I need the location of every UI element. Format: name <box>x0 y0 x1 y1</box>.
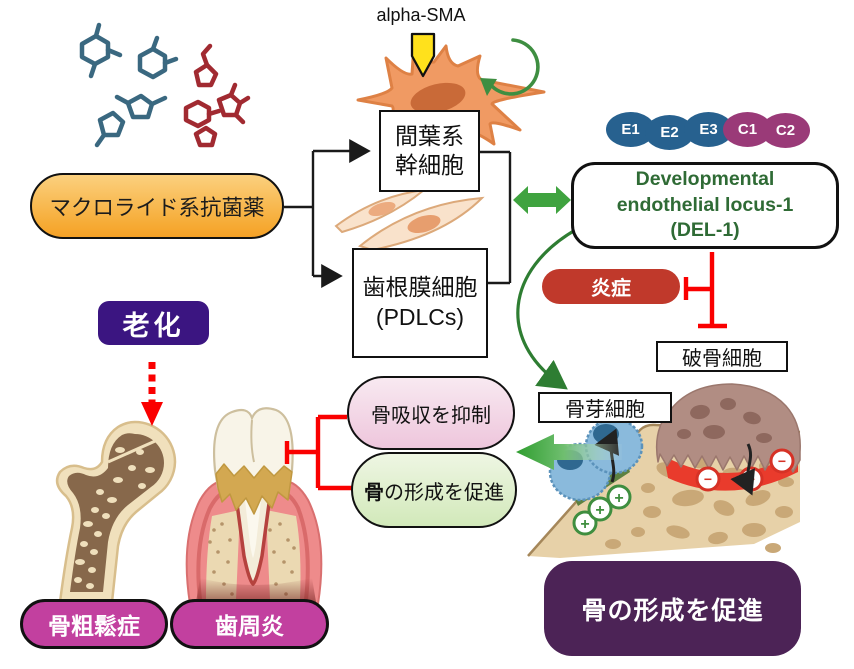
plus-sign: + <box>595 502 604 519</box>
pdlc-node: 歯根膜細胞 (PDLCs) <box>352 248 488 358</box>
bone-edge-line <box>527 423 801 557</box>
tooth-crown <box>213 407 294 495</box>
root-canal <box>245 500 261 558</box>
conclusion-bone-char: 骨 <box>581 596 608 625</box>
minus-sign: − <box>704 471 712 487</box>
msc-line1: 間葉系 <box>395 123 464 150</box>
osteoblast-cells <box>548 417 644 502</box>
domain-c2: C2 <box>761 113 810 148</box>
alpha-sma-pointer <box>410 32 436 78</box>
osteoclast-label: 破骨細胞 <box>656 341 788 372</box>
msc-node: 間葉系 幹細胞 <box>379 110 480 192</box>
promote-rest: の形成を促進 <box>384 481 504 504</box>
plus-sign: + <box>580 516 589 533</box>
osteoblast-label: 骨芽細胞 <box>538 392 672 423</box>
promote-formation-arrow <box>516 434 622 470</box>
trabecular-spots <box>605 455 794 553</box>
tartar-band <box>215 463 293 515</box>
osteoid-patch <box>558 426 630 506</box>
plus-sign: + <box>614 490 623 507</box>
osteoporosis-node: 骨粗鬆症 <box>20 599 168 649</box>
femur-crack-line <box>107 436 163 464</box>
suppress-resorption-node: 骨吸収を抑制 <box>347 376 515 450</box>
formation-arrow-up <box>594 428 620 483</box>
del1-node: Developmental endothelial locus-1 (DEL-1… <box>571 162 839 249</box>
gum-inner-line <box>196 488 237 601</box>
crown-groove <box>250 419 255 463</box>
aging-dashed-arrow <box>141 362 163 426</box>
conclusion-rest: の形成を促進 <box>607 596 764 625</box>
del1-to-osteoblast-curve <box>516 227 578 390</box>
del1-line1: Developmental <box>635 168 775 191</box>
plus-circles: + + + <box>572 484 632 536</box>
resorption-arrow-down <box>730 443 756 496</box>
minus-circles: − − − <box>695 448 795 492</box>
conclusion-node: 骨の形成を促進 <box>544 561 801 656</box>
femur-specks <box>74 447 155 589</box>
bidirectional-arrow <box>513 186 571 214</box>
inflammation-node: 炎症 <box>542 269 680 304</box>
promote-bone-char: 骨 <box>364 481 384 504</box>
aging-node: 老化 <box>98 301 209 345</box>
alveolar-bone <box>206 510 301 600</box>
minus-sign: − <box>778 453 786 469</box>
minus-sign: − <box>747 471 755 487</box>
gum-inner-line <box>271 489 310 601</box>
self-renewal-arrow <box>480 38 540 96</box>
promote-formation-node: 骨の形成を促進 <box>351 452 517 528</box>
del1-line2: endothelial locus-1 <box>616 193 794 216</box>
macrolide-node: マクロライド系抗菌薬 <box>30 173 284 239</box>
resorption-zone <box>664 452 798 491</box>
alpha-sma-label: alpha-SMA <box>376 4 466 25</box>
femur-cortical <box>55 420 177 604</box>
red-molecules <box>183 43 251 148</box>
pdlc-line2: (PDLCs) <box>375 304 465 330</box>
msc-line2: 幹細胞 <box>395 152 464 178</box>
osteoclast-cell <box>655 383 801 473</box>
spindle-cells <box>334 188 485 252</box>
pdlc-line1: 歯根膜細胞 <box>362 274 478 301</box>
gum <box>185 460 323 605</box>
femur-trabecular <box>67 433 164 592</box>
periodontitis-node: 歯周炎 <box>170 599 329 649</box>
bone-surface <box>528 424 800 558</box>
del1-line3: (DEL-1) <box>670 219 740 242</box>
blue-molecules <box>79 22 179 148</box>
tooth-root <box>234 494 272 586</box>
